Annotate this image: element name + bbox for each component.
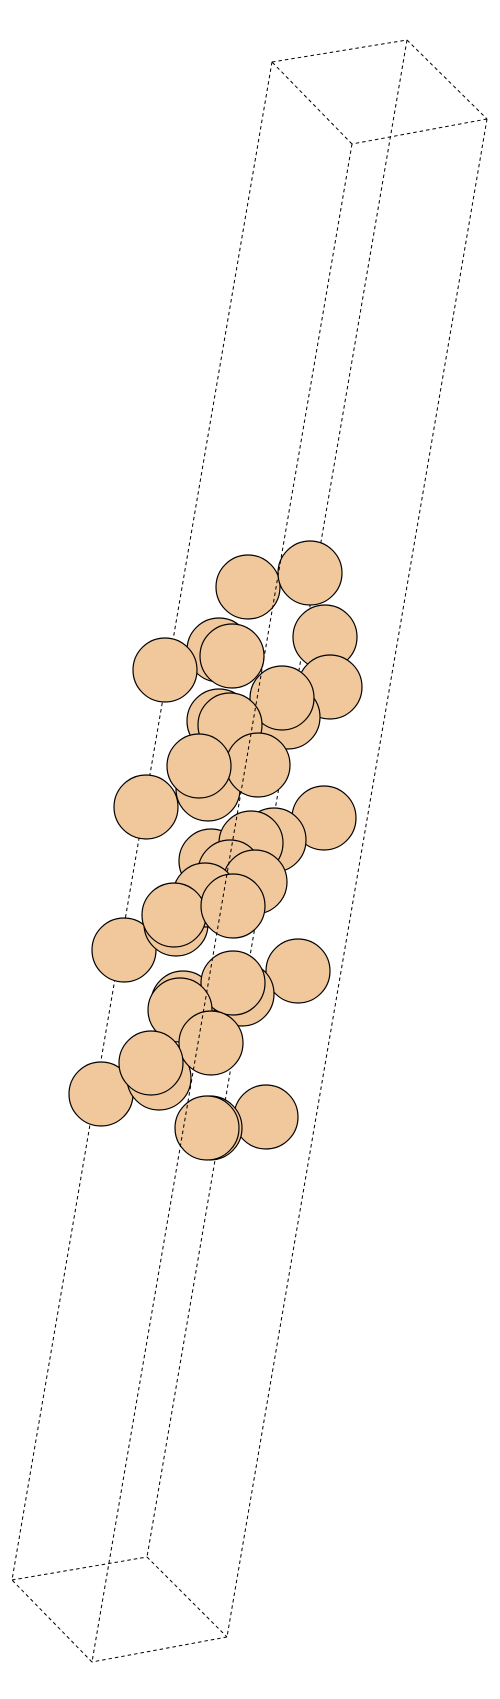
- cell-edge-bottom-right: [146, 1556, 228, 1638]
- atom: [200, 950, 266, 1016]
- cell-edge-vertical-back: [146, 39, 408, 1558]
- cell-edge-bottom-front: [91, 1636, 228, 1663]
- cell-edge-top-back: [271, 39, 408, 63]
- atom: [132, 637, 198, 703]
- cell-edge-bottom-left: [11, 1579, 93, 1663]
- atom: [249, 665, 315, 731]
- atom: [141, 882, 207, 948]
- cell-edge-bottom-back: [11, 1556, 148, 1581]
- unit-cell-front-edges: [11, 118, 488, 1663]
- atom: [174, 1095, 240, 1161]
- cell-edge-vertical-right: [226, 118, 488, 1638]
- cell-edge-top-left: [271, 61, 353, 145]
- atom: [91, 917, 157, 983]
- atom: [118, 1030, 184, 1096]
- atom: [113, 774, 179, 840]
- cell-edge-top-right: [406, 39, 488, 120]
- cell-edge-vertical-front: [91, 143, 353, 1663]
- cell-edge-top-front: [351, 118, 488, 145]
- atom: [200, 873, 266, 939]
- atom: [178, 1010, 244, 1076]
- atom: [215, 554, 281, 620]
- atom: [233, 1084, 299, 1150]
- atom: [199, 623, 265, 689]
- atom: [277, 540, 343, 606]
- atom: [166, 733, 232, 799]
- atoms-group: [68, 540, 363, 1161]
- atom: [265, 938, 331, 1004]
- atom: [225, 732, 291, 798]
